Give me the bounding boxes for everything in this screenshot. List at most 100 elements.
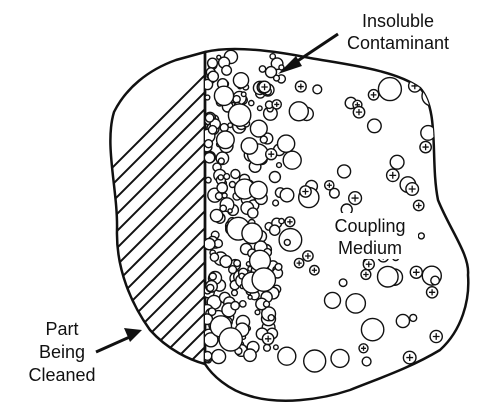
bubble bbox=[229, 266, 237, 274]
contaminant-particle bbox=[414, 200, 424, 210]
bubble bbox=[222, 66, 232, 76]
bubble bbox=[208, 308, 215, 315]
bubble bbox=[228, 104, 250, 126]
contaminant-particle bbox=[403, 351, 416, 364]
part-label-line1: Part bbox=[45, 319, 78, 339]
contaminant-particle bbox=[259, 81, 271, 93]
bubble bbox=[250, 120, 267, 137]
contaminant-particle bbox=[294, 258, 303, 267]
medium-label-line2: Medium bbox=[338, 238, 402, 258]
contaminant-particle bbox=[430, 330, 442, 342]
contaminant-particle bbox=[285, 217, 295, 227]
bubble bbox=[339, 279, 347, 287]
bubble bbox=[248, 208, 258, 218]
bubble bbox=[206, 177, 212, 183]
contaminant-label-line2: Contaminant bbox=[347, 33, 449, 53]
bubble bbox=[234, 260, 241, 267]
contaminant-particle bbox=[359, 344, 368, 353]
bubble bbox=[222, 193, 227, 198]
contaminant-particle bbox=[363, 259, 374, 270]
contaminant-particle bbox=[361, 270, 371, 280]
bubble bbox=[410, 314, 417, 321]
bubble bbox=[212, 350, 226, 364]
bubble bbox=[279, 219, 284, 224]
bubble bbox=[210, 209, 222, 221]
bubble bbox=[220, 256, 232, 268]
bubble bbox=[249, 101, 254, 106]
bubble bbox=[218, 158, 224, 164]
bubble bbox=[278, 135, 295, 152]
contaminant-particle bbox=[427, 287, 438, 298]
bubble bbox=[242, 223, 262, 243]
bubble bbox=[270, 225, 280, 235]
bubble bbox=[231, 170, 240, 179]
bubble bbox=[325, 292, 341, 308]
bubble bbox=[284, 239, 290, 245]
bubble bbox=[210, 253, 218, 261]
bubble bbox=[209, 273, 216, 280]
contaminant-particle bbox=[387, 169, 399, 181]
bubble bbox=[430, 92, 440, 102]
bubble bbox=[277, 163, 282, 168]
bubble bbox=[269, 172, 280, 183]
bubble bbox=[250, 181, 268, 199]
bubble bbox=[255, 310, 260, 315]
bubble bbox=[205, 95, 210, 100]
bubble bbox=[214, 86, 233, 105]
bubble bbox=[240, 301, 246, 307]
bubble bbox=[208, 71, 218, 81]
bubble bbox=[270, 54, 275, 59]
bubble bbox=[208, 126, 216, 134]
contaminant-particle bbox=[300, 186, 311, 197]
bubble bbox=[273, 200, 279, 206]
contaminant-particle bbox=[310, 266, 319, 275]
part-label-line2: Being bbox=[39, 342, 85, 362]
contaminant-label-line1: Insoluble bbox=[362, 11, 434, 31]
bubble bbox=[264, 344, 271, 351]
bubble bbox=[378, 266, 399, 287]
bubble bbox=[208, 58, 218, 68]
contaminant-particle bbox=[303, 251, 313, 261]
hatch-line bbox=[444, 50, 477, 380]
contaminant-particle bbox=[266, 149, 277, 160]
bubble bbox=[396, 314, 409, 327]
bubble bbox=[228, 209, 232, 213]
bubble bbox=[217, 183, 227, 193]
contaminant-particle bbox=[410, 266, 422, 278]
contaminant-particle bbox=[325, 181, 334, 190]
bubble bbox=[368, 119, 382, 133]
contaminant-particle bbox=[406, 183, 419, 196]
bubble bbox=[378, 78, 401, 101]
bubble bbox=[346, 294, 365, 313]
bubble bbox=[233, 73, 248, 88]
bubble bbox=[224, 174, 230, 180]
bubble bbox=[361, 318, 383, 340]
bubble bbox=[232, 290, 238, 296]
bubble bbox=[422, 86, 442, 106]
bubble bbox=[205, 114, 213, 122]
bubble bbox=[252, 268, 275, 291]
cavitation-bubbles bbox=[201, 50, 442, 372]
bubble bbox=[264, 301, 270, 307]
bubble bbox=[338, 165, 351, 178]
bubble bbox=[217, 131, 235, 149]
bubble bbox=[204, 153, 214, 163]
bubble bbox=[283, 151, 301, 169]
contaminant-particle bbox=[353, 107, 364, 118]
bubble bbox=[241, 138, 257, 154]
bubble bbox=[331, 349, 349, 367]
bubble bbox=[259, 66, 265, 72]
contaminant-particle bbox=[434, 130, 443, 139]
bubble bbox=[274, 75, 280, 81]
contaminant-particle bbox=[368, 90, 378, 100]
bubble bbox=[248, 295, 252, 299]
bubble bbox=[313, 85, 322, 94]
bubble bbox=[231, 302, 239, 310]
bubble bbox=[289, 102, 308, 121]
contaminant-particle bbox=[262, 333, 273, 344]
bubble bbox=[241, 92, 246, 97]
contaminant-particle bbox=[272, 100, 281, 109]
bubble bbox=[431, 276, 440, 285]
